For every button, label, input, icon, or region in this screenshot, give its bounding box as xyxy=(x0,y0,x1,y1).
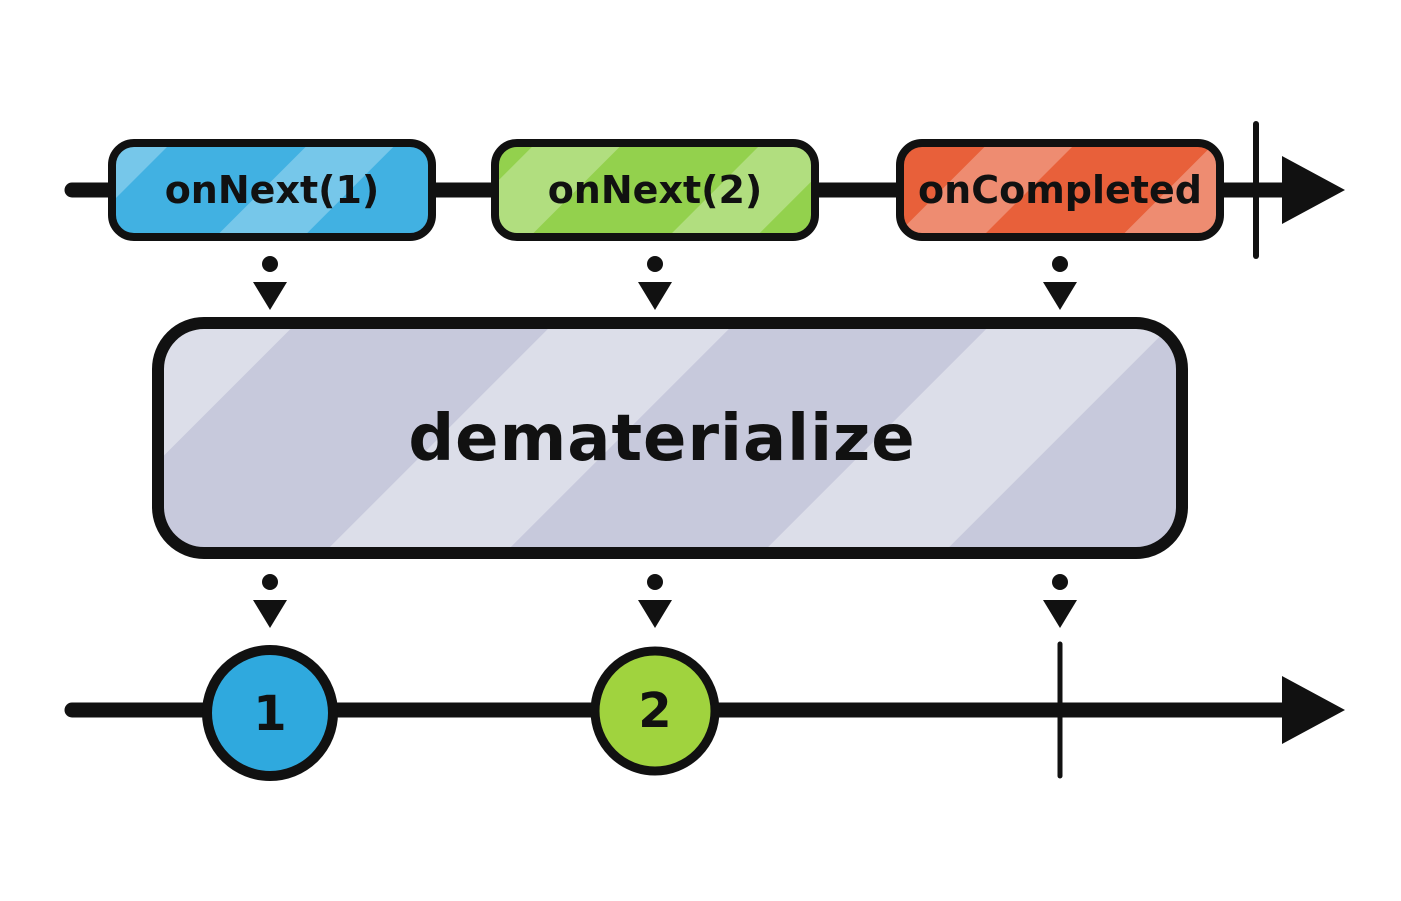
source-event-oncompleted-stripes xyxy=(900,143,1220,237)
output-marble-2-circle xyxy=(590,646,720,776)
dashed-down-arrow-icon xyxy=(1043,256,1077,310)
source-timeline-arrowhead-icon xyxy=(1282,156,1345,224)
source-event-onnext-1: onNext(1) xyxy=(108,139,436,241)
output-timeline: 1 2 xyxy=(64,641,1345,781)
source-event-onnext-2-label: onNext(2) xyxy=(548,168,763,212)
dashed-down-arrow-icon xyxy=(638,256,672,310)
output-marble-1: 1 xyxy=(202,645,338,781)
source-event-onnext-2-stripes xyxy=(495,143,815,237)
source-event-onnext-1-border xyxy=(108,139,436,241)
source-event-onnext-1-label: onNext(1) xyxy=(165,168,380,212)
operator-label: dematerialize xyxy=(408,402,915,476)
dashed-down-arrow-icon xyxy=(253,574,287,628)
output-marble-2-label: 2 xyxy=(638,683,671,739)
dashed-down-arrow-icon xyxy=(1043,574,1077,628)
operator-box-border xyxy=(152,317,1188,559)
output-marble-1-circle xyxy=(202,645,338,781)
arrows-into-operator xyxy=(253,256,1077,310)
dashed-down-arrow-icon xyxy=(253,256,287,310)
output-marble-1-label: 1 xyxy=(253,686,286,742)
output-timeline-arrowhead-icon xyxy=(1282,676,1345,744)
source-event-oncompleted-border xyxy=(896,139,1224,241)
source-event-oncompleted: onCompleted xyxy=(896,139,1224,241)
operator-box-stripes xyxy=(158,323,1182,553)
operator-box: dematerialize xyxy=(152,317,1188,559)
arrows-out-of-operator xyxy=(253,574,1077,628)
output-marble-2: 2 xyxy=(590,646,720,776)
dashed-down-arrow-icon xyxy=(638,574,672,628)
source-event-oncompleted-label: onCompleted xyxy=(918,168,1202,212)
source-timeline: onNext(1) onNext(2) onCompleted xyxy=(64,121,1345,259)
source-event-onnext-2-border xyxy=(491,139,819,241)
source-event-onnext-2: onNext(2) xyxy=(491,139,819,241)
source-event-onnext-1-stripes xyxy=(112,143,432,237)
